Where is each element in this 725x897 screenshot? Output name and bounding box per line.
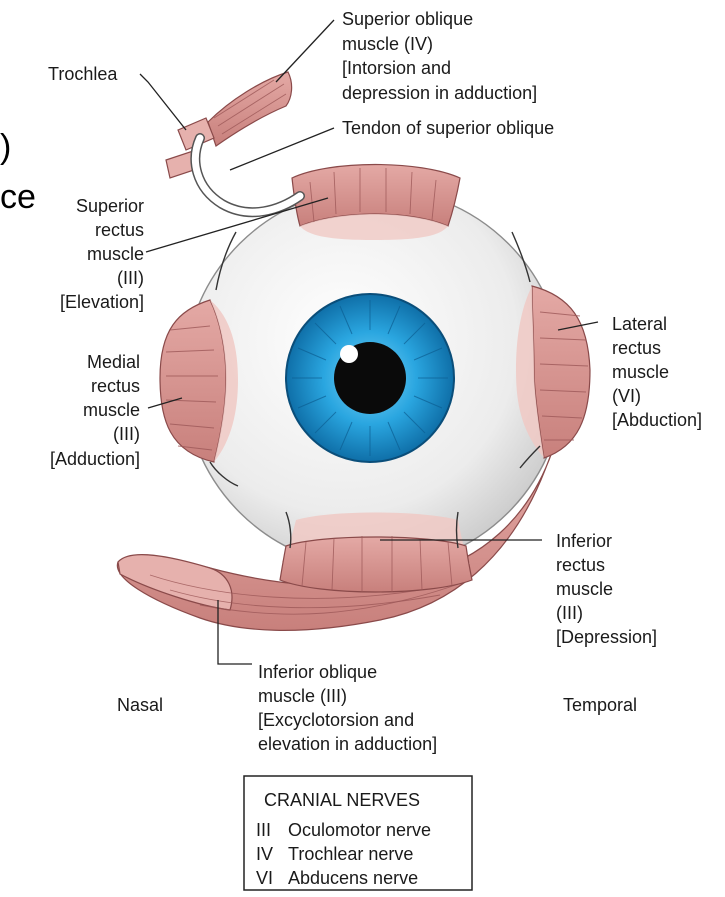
svg-text:Tendon of superior oblique: Tendon of superior oblique xyxy=(342,118,554,138)
cranial-nerves-legend: CRANIAL NERVES III Oculomotor nerve IV T… xyxy=(244,776,472,890)
svg-text:Trochlea: Trochlea xyxy=(48,64,118,84)
legend-code: IV xyxy=(256,844,273,864)
svg-text:Medial: Medial xyxy=(87,352,140,372)
label-superior-oblique: Superior oblique muscle (IV) [Intorsion … xyxy=(342,9,537,103)
svg-text:muscle: muscle xyxy=(83,400,140,420)
svg-text:Lateral: Lateral xyxy=(612,314,667,334)
svg-text:(VI): (VI) xyxy=(612,386,641,406)
legend-title: CRANIAL NERVES xyxy=(264,790,420,810)
svg-text:[Depression]: [Depression] xyxy=(556,627,657,647)
superior-oblique-tendon xyxy=(195,138,300,212)
svg-text:(III): (III) xyxy=(556,603,583,623)
svg-text:rectus: rectus xyxy=(91,376,140,396)
svg-text:muscle: muscle xyxy=(556,579,613,599)
label-lateral-rectus: Lateral rectus muscle (VI) [Abduction] xyxy=(612,314,702,430)
medial-rectus-muscle xyxy=(160,300,238,462)
svg-text:rectus: rectus xyxy=(556,555,605,575)
legend-code: VI xyxy=(256,868,273,888)
label-tendon-superior-oblique: Tendon of superior oblique xyxy=(342,118,554,138)
superior-rectus-muscle xyxy=(292,165,460,241)
inferior-rectus-muscle xyxy=(280,513,472,593)
label-superior-rectus: Superior rectus muscle (III) [Elevation] xyxy=(60,196,144,312)
svg-text:muscle (III): muscle (III) xyxy=(258,686,347,706)
superior-oblique-muscle xyxy=(208,72,292,146)
legend-name: Trochlear nerve xyxy=(288,844,413,864)
svg-text:Inferior: Inferior xyxy=(556,531,612,551)
label-inferior-oblique: Inferior oblique muscle (III) [Excycloto… xyxy=(258,662,437,754)
legend-code: III xyxy=(256,820,271,840)
svg-text:rectus: rectus xyxy=(95,220,144,240)
svg-text:muscle (IV): muscle (IV) xyxy=(342,34,433,54)
svg-text:[Excyclotorsion and: [Excyclotorsion and xyxy=(258,710,414,730)
svg-text:muscle: muscle xyxy=(87,244,144,264)
svg-text:elevation in adduction]: elevation in adduction] xyxy=(258,734,437,754)
svg-text:Inferior oblique: Inferior oblique xyxy=(258,662,377,682)
svg-text:(III): (III) xyxy=(113,424,140,444)
label-temporal: Temporal xyxy=(563,695,637,715)
left-paren-fragment: ) xyxy=(0,128,11,166)
svg-text:rectus: rectus xyxy=(612,338,661,358)
svg-text:Superior: Superior xyxy=(76,196,144,216)
svg-text:muscle: muscle xyxy=(612,362,669,382)
pupil-highlight xyxy=(340,345,358,363)
svg-text:(III): (III) xyxy=(117,268,144,288)
svg-text:[Abduction]: [Abduction] xyxy=(612,410,702,430)
label-inferior-rectus: Inferior rectus muscle (III) [Depression… xyxy=(556,531,657,647)
svg-text:Superior oblique: Superior oblique xyxy=(342,9,473,29)
label-nasal: Nasal xyxy=(117,695,163,715)
svg-text:[Intorsion and: [Intorsion and xyxy=(342,58,451,78)
left-text-fragment: ce xyxy=(0,178,36,216)
trochlea xyxy=(166,118,214,178)
svg-text:[Adduction]: [Adduction] xyxy=(50,449,140,469)
legend-name: Abducens nerve xyxy=(288,868,418,888)
svg-text:depression in adduction]: depression in adduction] xyxy=(342,83,537,103)
label-trochlea: Trochlea xyxy=(48,64,118,84)
label-medial-rectus: Medial rectus muscle (III) [Adduction] xyxy=(50,352,140,469)
svg-text:[Elevation]: [Elevation] xyxy=(60,292,144,312)
legend-name: Oculomotor nerve xyxy=(288,820,431,840)
